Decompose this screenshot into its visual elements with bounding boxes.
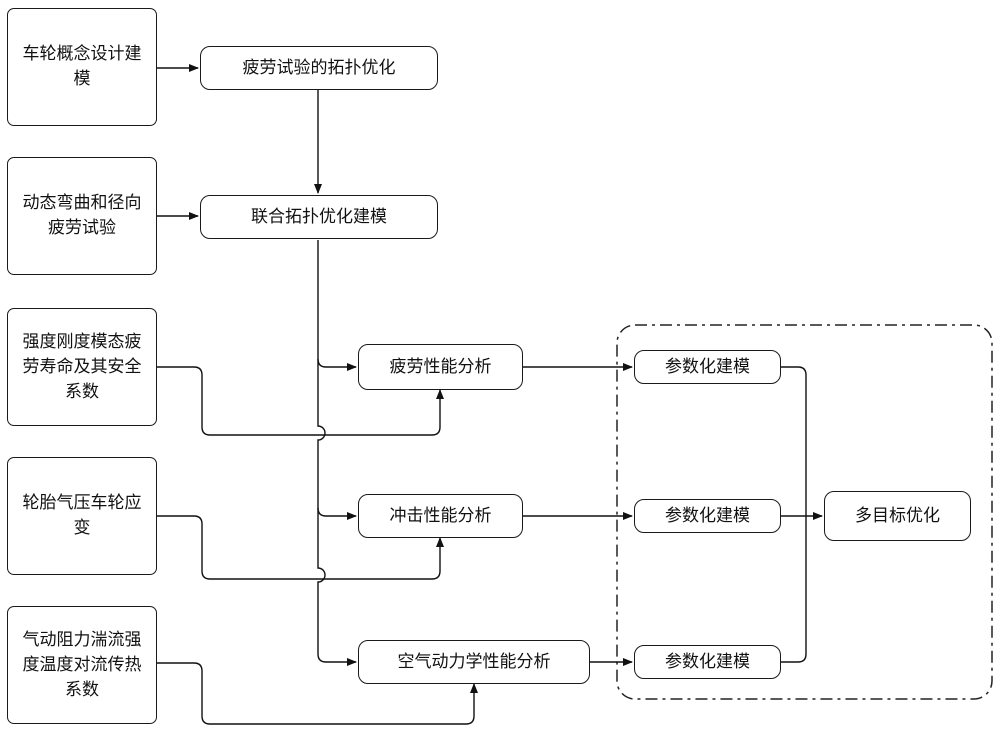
- input-tire-pressure-strain: 轮胎气压车轮应变: [7, 457, 157, 575]
- input-aero-drag-heat-transfer: 气动阻力湍流强度温度对流传热系数: [7, 606, 157, 724]
- process-label: 疲劳性能分析: [390, 355, 492, 380]
- impact-performance-analysis: 冲击性能分析: [358, 494, 523, 538]
- joint-model-trunk: [318, 240, 356, 662]
- trunk-branch-impact: [318, 508, 356, 516]
- process-label: 疲劳试验的拓扑优化: [243, 56, 396, 81]
- process-label: 联合拓扑优化建模: [251, 205, 387, 230]
- parametric-modeling-1: 参数化建模: [634, 350, 781, 384]
- process-label: 参数化建模: [665, 355, 750, 380]
- input-strength-stiffness-safety: 强度刚度模态疲劳寿命及其安全系数: [7, 308, 157, 426]
- parametric-modeling-3: 参数化建模: [634, 645, 781, 679]
- process-label: 空气动力学性能分析: [398, 650, 551, 675]
- input-label: 动态弯曲和径向疲劳试验: [18, 191, 146, 241]
- parametric-modeling-2: 参数化建模: [634, 499, 781, 533]
- process-label: 参数化建模: [665, 650, 750, 675]
- fatigue-test-topology-optimization: 疲劳试验的拓扑优化: [200, 46, 438, 90]
- aerodynamic-performance-analysis: 空气动力学性能分析: [358, 640, 590, 684]
- input-concept-design-modeling: 车轮概念设计建模: [7, 8, 157, 126]
- multi-objective-optimization: 多目标优化: [824, 491, 971, 541]
- process-label: 参数化建模: [665, 504, 750, 529]
- input-bending-radial-fatigue-test: 动态弯曲和径向疲劳试验: [7, 157, 157, 275]
- input-label: 车轮概念设计建模: [18, 42, 146, 92]
- process-label: 冲击性能分析: [390, 504, 492, 529]
- param-merge-bus: [781, 367, 806, 662]
- fatigue-performance-analysis: 疲劳性能分析: [358, 344, 523, 390]
- process-label: 多目标优化: [855, 504, 940, 529]
- joint-topology-optimization-model: 联合拓扑优化建模: [200, 195, 438, 239]
- input-label: 轮胎气压车轮应变: [18, 491, 146, 541]
- trunk-branch-fatigue: [318, 359, 356, 367]
- input-label: 气动阻力湍流强度温度对流传热系数: [18, 628, 146, 703]
- input-label: 强度刚度模态疲劳寿命及其安全系数: [18, 330, 146, 405]
